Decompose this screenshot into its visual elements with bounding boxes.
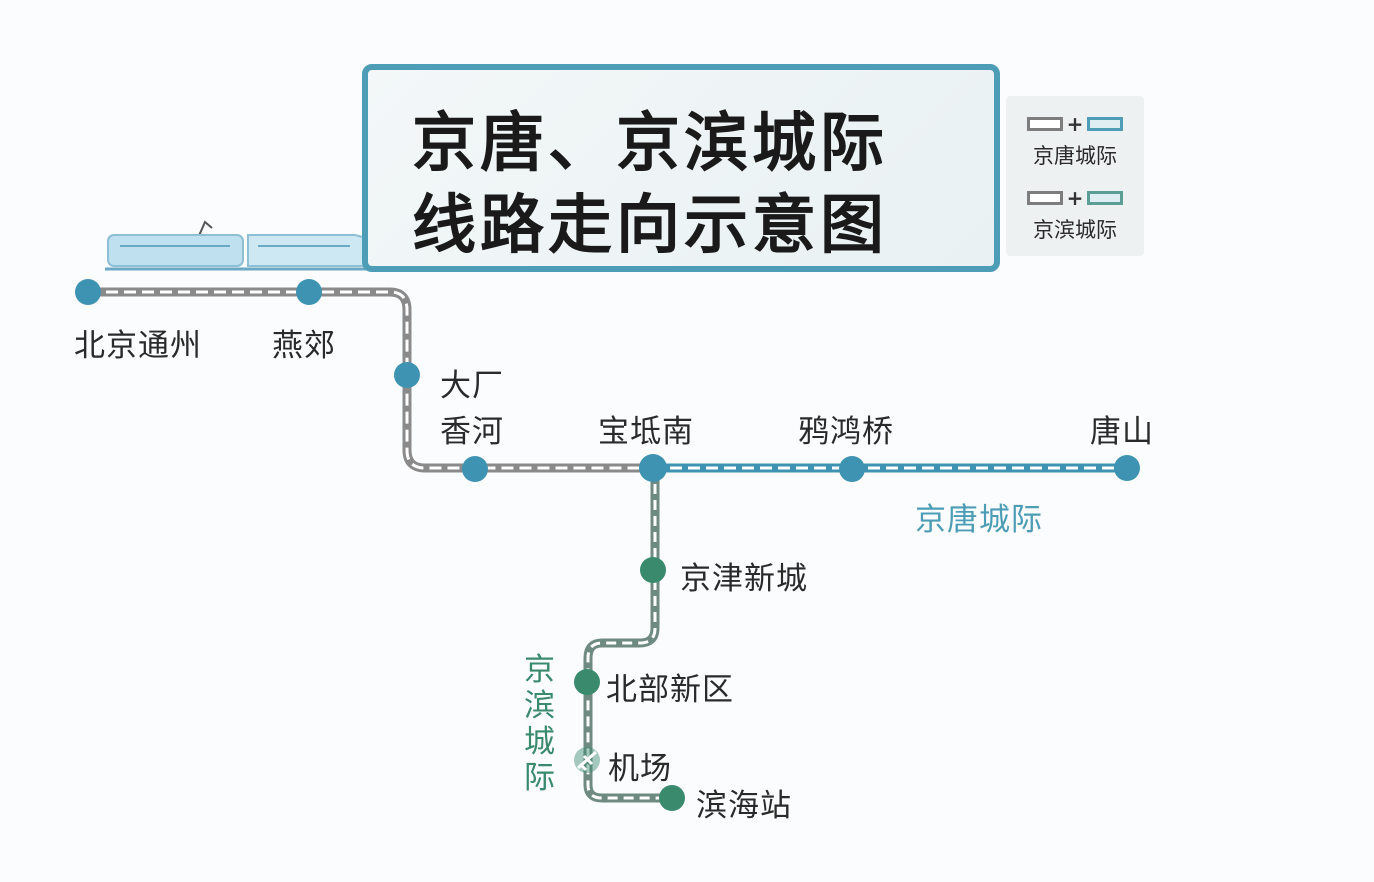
label-dachang: 大厂	[440, 368, 504, 404]
legend-item-jingtang: + 京唐城际	[1006, 112, 1144, 170]
label-baodinan: 宝坻南	[598, 414, 694, 450]
station-binhaizhan[interactable]	[659, 785, 685, 811]
label-jingjinxincheng: 京津新城	[680, 561, 808, 597]
title-box: 京唐、京滨城际 线路走向示意图	[362, 64, 1000, 272]
station-jingjinxincheng[interactable]	[640, 557, 666, 583]
teal-car-icon	[1087, 117, 1124, 131]
plus-sign: +	[1066, 112, 1084, 136]
title-line-1: 京唐、京滨城际	[412, 107, 888, 181]
station-beibuxinqu[interactable]	[574, 669, 600, 695]
label-line-jingtang: 京唐城际	[915, 502, 1043, 538]
green-car-icon	[1087, 191, 1124, 205]
grey-car-icon	[1026, 191, 1063, 205]
station-beijing-tongzhou[interactable]	[75, 279, 101, 305]
legend-label: 京滨城际	[1033, 218, 1117, 242]
plus-sign: +	[1066, 186, 1084, 210]
label-xianghe: 香河	[440, 414, 504, 450]
station-tangshan[interactable]	[1114, 455, 1140, 481]
legend-item-jingbin: + 京滨城际	[1006, 186, 1144, 244]
label-beibuxinqu: 北部新区	[606, 672, 734, 708]
legend-label: 京唐城际	[1033, 144, 1117, 168]
title-line-2: 线路走向示意图	[412, 189, 888, 263]
label-line-jingbin: 京滨城际	[524, 652, 556, 796]
airplane-icon[interactable]	[574, 747, 600, 773]
label-jichang: 机场	[608, 751, 672, 787]
legend: + 京唐城际 + 京滨城际	[1006, 96, 1144, 256]
label-yanjiao: 燕郊	[272, 328, 336, 364]
shared-track	[88, 287, 652, 473]
station-baodinan[interactable]	[639, 454, 667, 482]
label-tangshan: 唐山	[1090, 414, 1154, 450]
label-binhaizhan: 滨海站	[696, 788, 792, 824]
station-dachang[interactable]	[394, 362, 420, 388]
station-yanjiao[interactable]	[296, 279, 322, 305]
grey-car-icon	[1026, 117, 1063, 131]
label-yahongqiao: 鸦鸿桥	[798, 414, 894, 450]
label-beijing-tongzhou: 北京通州	[74, 328, 202, 364]
station-yahongqiao[interactable]	[839, 456, 865, 482]
station-xianghe[interactable]	[462, 456, 488, 482]
